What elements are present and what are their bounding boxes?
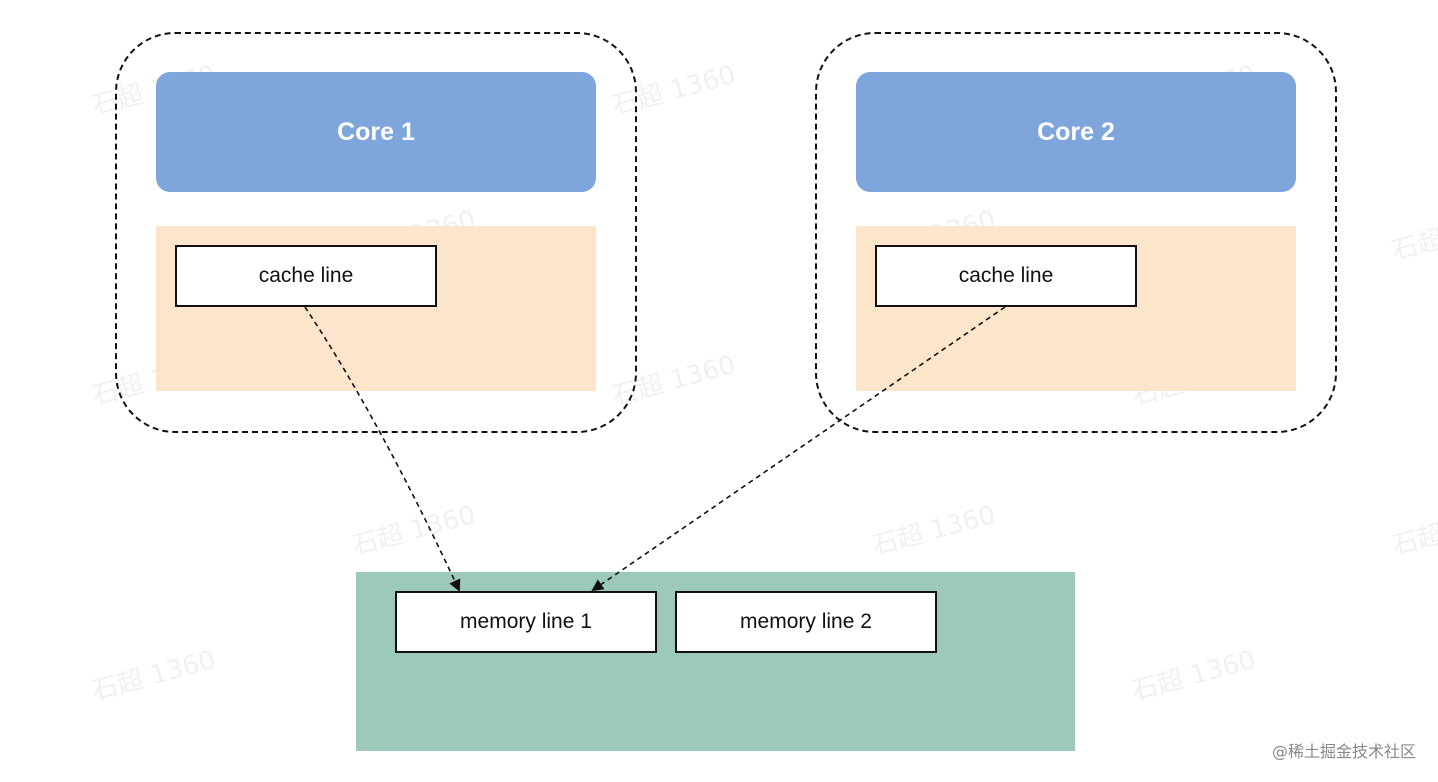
core-1-cache-line-label: cache line — [258, 264, 354, 287]
core-2-label: Core 2 — [1037, 117, 1115, 146]
memory-line-1-label: memory line 1 — [460, 610, 592, 633]
core-2-cache-line: cache line — [875, 245, 1137, 307]
core-2-group — [815, 32, 1337, 433]
memory-line-1: memory line 1 — [395, 591, 657, 653]
watermark: 石超 1360 — [88, 645, 219, 707]
core-1-box: Core 1 — [156, 72, 596, 192]
core-2-cache-line-label: cache line — [958, 264, 1054, 287]
core-2-box: Core 2 — [856, 72, 1296, 192]
watermark: 石超 1360 — [348, 500, 479, 562]
watermark: 石超 1360 — [1388, 500, 1438, 562]
watermark: 石超 1360 — [1128, 645, 1259, 707]
memory-line-2-label: memory line 2 — [740, 610, 872, 633]
core-1-label: Core 1 — [337, 117, 415, 146]
watermark: 石超 1360 — [868, 500, 999, 562]
watermark: 石超 1360 — [1388, 205, 1438, 267]
credit-text: @稀土掘金技术社区 — [1271, 742, 1416, 761]
core-1-cache-line: cache line — [175, 245, 437, 307]
memory-line-2: memory line 2 — [675, 591, 937, 653]
